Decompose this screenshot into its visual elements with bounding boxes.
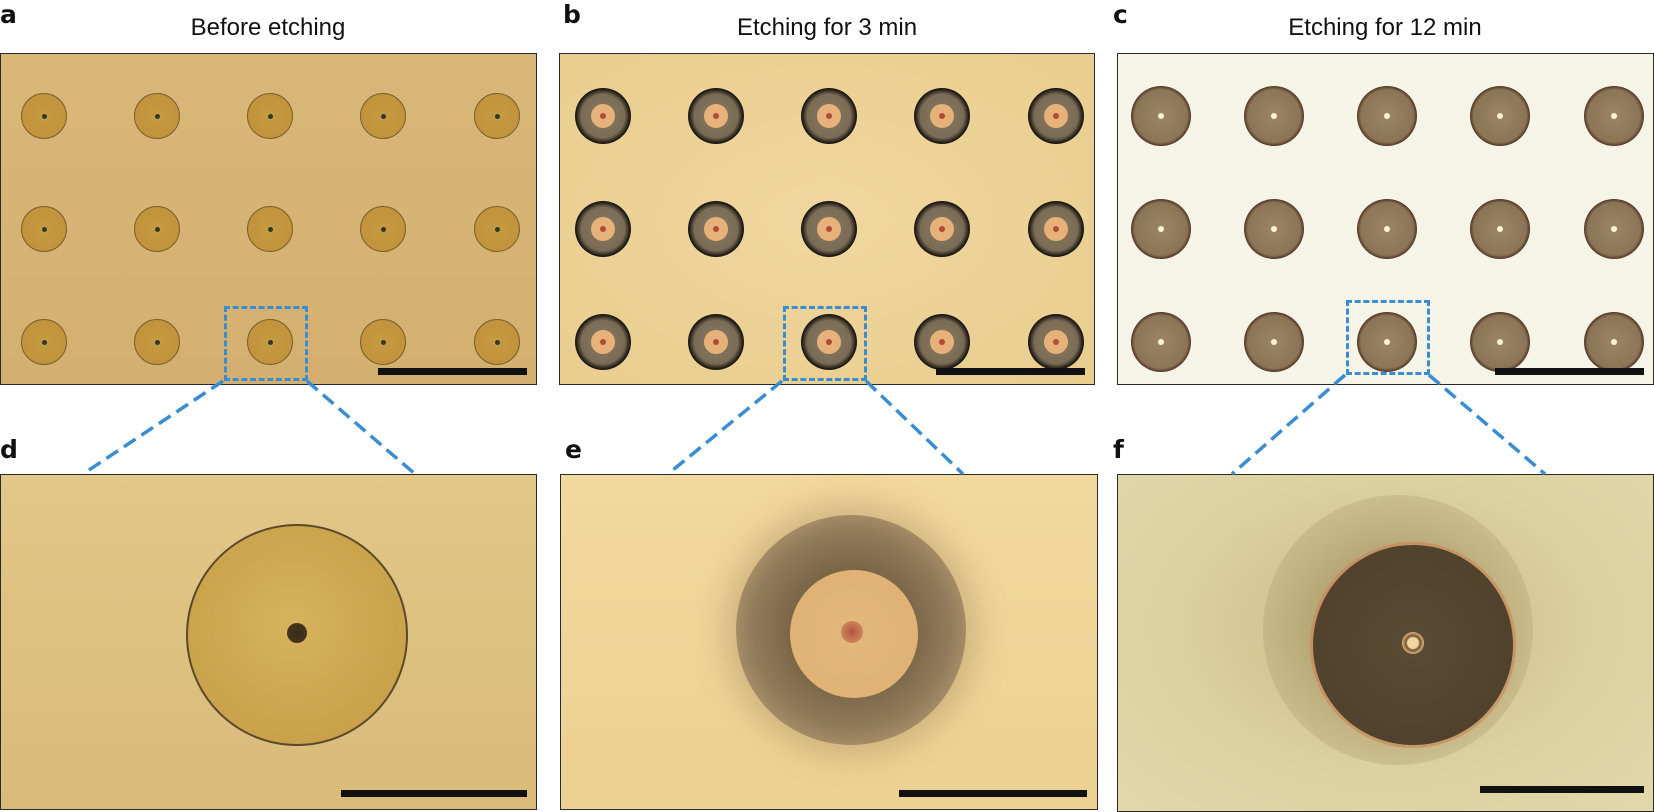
micrograph-panel-b [559,53,1095,385]
connector-line-a-left [82,379,224,476]
dot-center-c [1158,113,1164,119]
micrograph-panel-a [0,53,537,385]
dot-center-b [1053,226,1059,232]
dot-center-ring-f [1402,632,1424,654]
dot-center-a [494,339,500,345]
dot-center-a [494,113,500,119]
connector-line-c-right [1427,373,1547,476]
scale-bar-d [341,790,527,797]
dot-center-c [1271,113,1277,119]
zoom-region-box-a [224,306,308,381]
dot-center-a [41,226,47,232]
panel-label-c: c [1113,0,1128,29]
dot-center-hole-d [287,623,307,643]
dot-center-b [826,339,832,345]
scale-bar-e [899,790,1087,797]
panel-label-a: a [0,0,17,29]
dot-center-b [1053,339,1059,345]
dot-center-c [1497,226,1503,232]
dot-center-b [939,113,945,119]
dot-center-a [267,226,273,232]
dot-center-c [1158,226,1164,232]
panel-label-e: e [565,435,582,464]
scale-bar-b [936,368,1085,375]
dot-center-a [154,113,160,119]
dot-center-a [380,226,386,232]
panel-label-f: f [1113,435,1124,464]
panel-label-d: d [0,435,18,464]
dot-center-a [154,226,160,232]
dot-center-c [1271,226,1277,232]
dot-center-c [1158,339,1164,345]
dot-center-b [939,226,945,232]
dot-center-a [267,113,273,119]
dot-center-c [1271,339,1277,345]
dot-center-b [713,339,719,345]
connector-line-c-left [1230,373,1347,476]
dot-center-c [1497,339,1503,345]
connector-line-b-right [864,379,965,476]
micrograph-zoom-panel-d [0,474,537,810]
dot-center-b [939,339,945,345]
dot-center-a [267,339,273,345]
dot-center-b [826,226,832,232]
scale-bar-c [1495,368,1644,375]
zoom-region-box-c [1346,300,1430,375]
panel-title-c: Etching for 12 min [1288,14,1482,41]
dot-center-c [1611,339,1617,345]
dot-center-c [1497,113,1503,119]
dot-center-b [826,113,832,119]
dot-center-c [1384,226,1390,232]
scale-bar-f-visible [1480,786,1644,793]
zoom-region-box-b [783,306,867,381]
panel-title-a: Before etching [190,14,346,41]
dot-center-a [154,339,160,345]
dot-center-b [600,113,606,119]
panel-title-b: Etching for 3 min [736,14,918,41]
connector-line-a-right [305,379,417,476]
panel-label-b: b [563,0,581,29]
dot-center-a [380,113,386,119]
dot-center-a [41,339,47,345]
dot-center-a [494,226,500,232]
micrograph-zoom-panel-e [560,474,1098,810]
dot-center-b [713,113,719,119]
scale-bar-a [378,368,527,375]
dot-center-b [713,226,719,232]
dot-center-a [41,113,47,119]
dot-center-b [1053,113,1059,119]
dot-center-spot-e [841,621,863,643]
connector-line-b-left [666,379,784,476]
dot-center-b [600,339,606,345]
dot-center-c [1384,339,1390,345]
dot-center-a [380,339,386,345]
dot-center-c [1384,113,1390,119]
micrograph-zoom-panel-f [1117,474,1654,812]
dot-center-c [1611,226,1617,232]
micrograph-panel-c [1117,53,1654,385]
dot-center-c [1611,113,1617,119]
dot-center-b [600,226,606,232]
